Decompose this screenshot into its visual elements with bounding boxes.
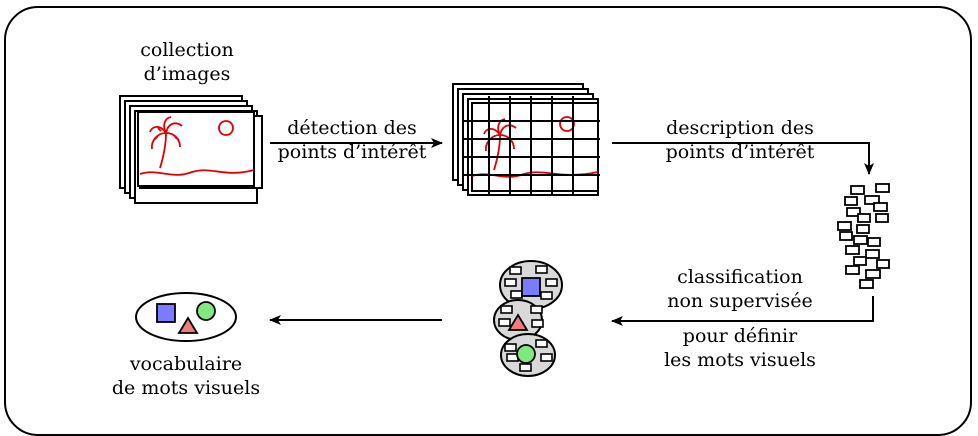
cluster-group [493, 260, 563, 377]
vocabulary-circle-word [196, 301, 216, 321]
gridded-image-front [471, 102, 599, 192]
detection-edge-label: détection des points d’intérêt [277, 117, 427, 163]
classification-edge-label-top: classification non supervisée [667, 266, 813, 312]
vocabulary-label: vocabulaire de mots visuels [111, 353, 261, 399]
diagram-canvas [119, 83, 890, 377]
wave-sketch [139, 169, 255, 176]
interest-point-grid [462, 96, 600, 196]
sun-sketch [218, 120, 234, 136]
palm-tree-sketch [149, 116, 183, 169]
cluster-triangle-word [507, 313, 529, 331]
collection-label: collection d’images [140, 39, 234, 85]
vocabulary-triangle-word [177, 316, 199, 334]
vocabulary-square-word [156, 303, 176, 323]
classification-edge-label-bottom: pour définir les mots visuels [664, 325, 816, 371]
arrow-classification [611, 296, 874, 326]
image-front-card [137, 111, 255, 187]
description-edge-label: description des points d’intérêt [665, 117, 815, 163]
cluster-circle-word [516, 344, 536, 364]
arrow-description [612, 142, 874, 175]
cluster-square-word [521, 277, 541, 297]
descriptor-cloud [837, 183, 890, 289]
